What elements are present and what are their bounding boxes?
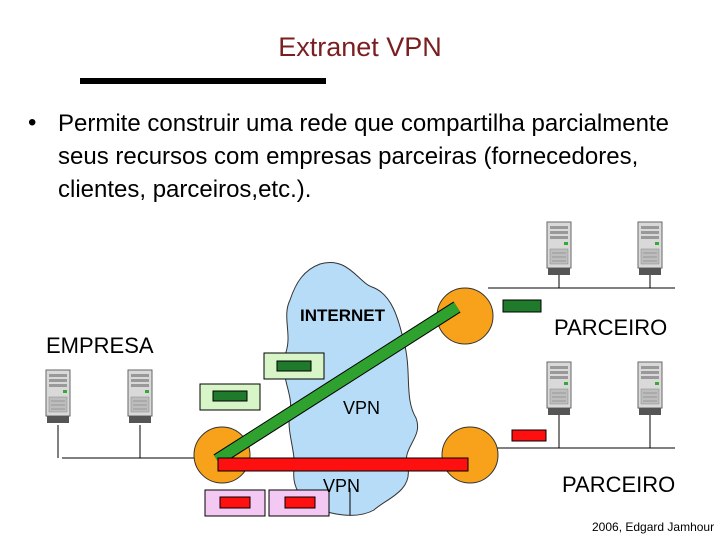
- packet-icon: [204, 489, 266, 517]
- vpn-red-label: VPN: [323, 476, 361, 496]
- router-icon: [441, 426, 499, 484]
- server-icon: [546, 361, 572, 416]
- server-icon: [45, 369, 71, 424]
- title-underline: [80, 78, 326, 84]
- vpn-red-tunnel: [217, 457, 469, 472]
- packet-icon: [199, 383, 261, 411]
- packet-icon: [511, 429, 547, 442]
- packet-icon: [268, 489, 330, 517]
- packet-icon: [502, 299, 542, 313]
- bullet-text: Permite construir uma rede que compartil…: [58, 110, 669, 203]
- slide-title: Extranet VPN: [278, 32, 442, 62]
- server-icon: [127, 369, 153, 424]
- vpn-green-tunnel-fill: [214, 302, 460, 465]
- parceiro-bottom-label: PARCEIRO: [562, 472, 676, 497]
- cloud-label: INTERNET: [300, 306, 385, 325]
- empresa-label: EMPRESA: [46, 333, 154, 358]
- internet-cloud: [283, 262, 419, 516]
- bullet-marker: •: [28, 109, 37, 136]
- vpn-green-label: VPN: [343, 398, 381, 418]
- server-icon: [637, 221, 663, 276]
- packet-icon: [263, 352, 325, 380]
- server-icon: [637, 361, 663, 416]
- footer-credit: 2006, Edgard Jamhour: [592, 520, 715, 534]
- server-icon: [546, 221, 572, 276]
- parceiro-top-label: PARCEIRO: [554, 315, 668, 340]
